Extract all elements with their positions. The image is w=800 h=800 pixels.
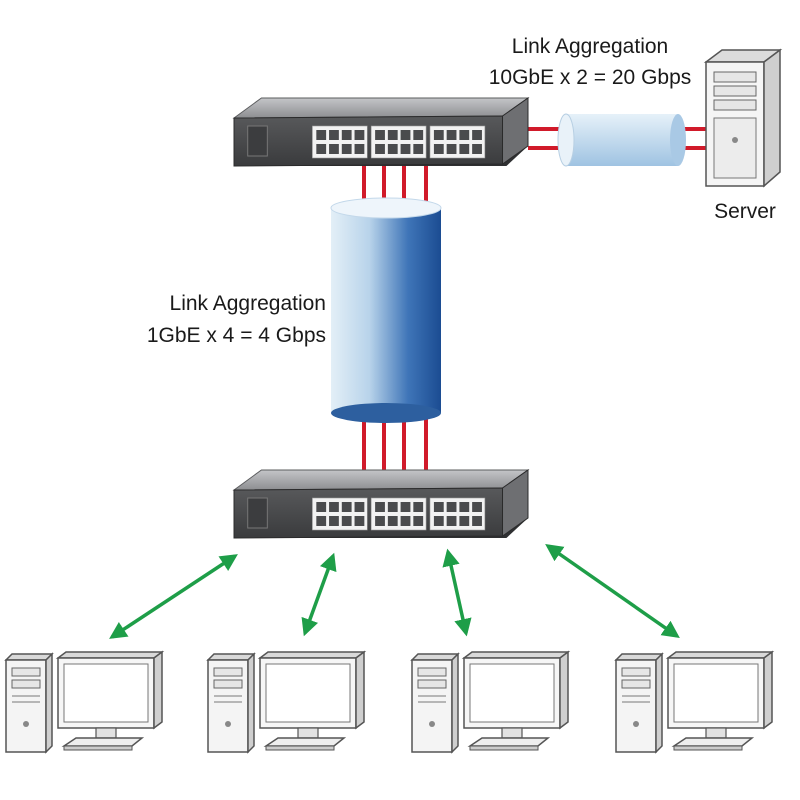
switch-uplinks-lower: [362, 415, 428, 475]
workstation-2: [207, 651, 365, 753]
top-aggregation-detail: 10GbE x 2 = 20 Gbps: [488, 66, 692, 89]
aggregation-tube-top: [557, 113, 686, 167]
client-arrow-4: [545, 543, 680, 639]
mid-aggregation-title: Link Aggregation: [169, 292, 326, 315]
aggregation-tube-middle: [330, 197, 442, 423]
server-icon: [703, 48, 783, 188]
workstation-3: [411, 651, 569, 753]
client-arrow-1: [109, 554, 238, 639]
mid-aggregation-detail: 1GbE x 4 = 4 Gbps: [146, 324, 326, 347]
core-switch: [233, 97, 529, 167]
client-arrow-2: [301, 552, 337, 637]
client-arrow-3: [442, 548, 472, 637]
top-aggregation-title: Link Aggregation: [511, 35, 669, 58]
workstation-1: [5, 651, 163, 753]
access-switch: [233, 469, 529, 539]
client-links: [109, 543, 680, 639]
workstation-4: [615, 651, 773, 753]
server-label: Server: [714, 200, 776, 223]
